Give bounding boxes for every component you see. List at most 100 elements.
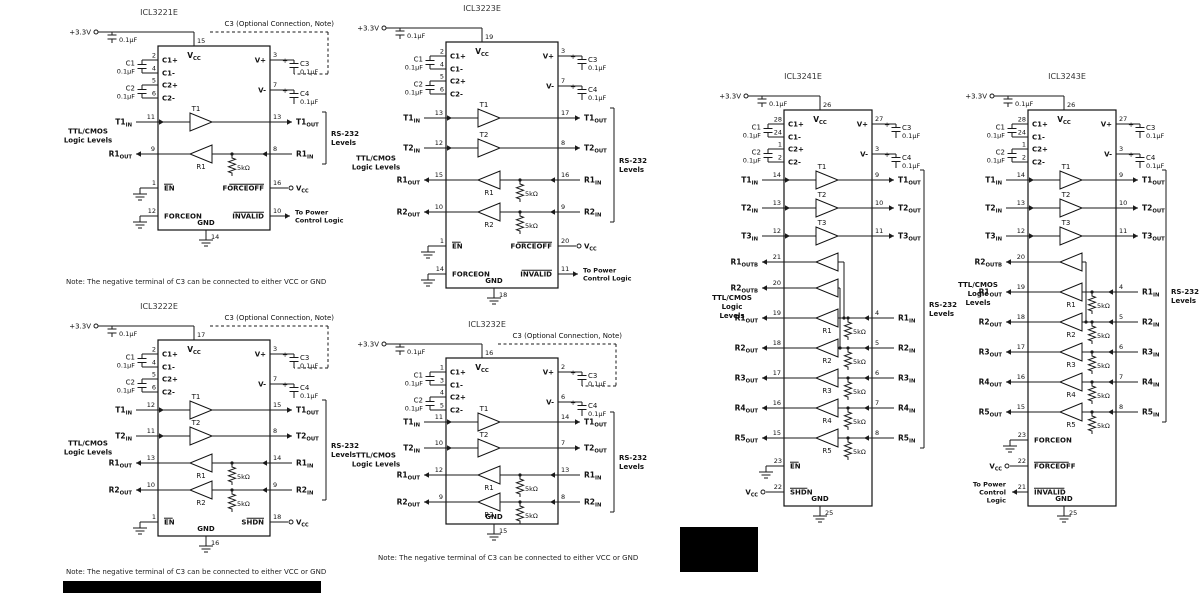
transmitter-triangle [477,412,502,432]
pin-number: 3 [875,145,879,153]
signal-label: R2IN [1142,318,1159,329]
resistor-value: 5kΩ [1097,302,1110,310]
pin-number: 1 [440,364,444,372]
ic-outline [1027,109,1117,507]
terminal-circle [381,341,387,347]
pin-number: 10 [435,203,443,211]
pin-number: 26 [823,101,831,109]
arrowhead [136,487,141,493]
label-part: CC [301,522,309,528]
cap-value: 0.1µF [588,410,606,418]
pin-number: 6 [561,393,565,401]
label-part: IN [126,122,132,128]
pin-number: 25 [1069,509,1077,517]
resistor [226,490,237,512]
arrowhead [575,145,580,151]
pin-number: 18 [499,291,507,299]
pin-number: 8 [1119,403,1123,411]
label-part: R4 [898,404,909,413]
ic-outline [157,339,271,537]
label-part: OUT [408,212,421,218]
pin-number: 14 [773,171,781,179]
resistor-value: 5kΩ [525,190,538,198]
pin-label: V- [546,399,554,407]
label-part: T2 [115,432,125,441]
ttl-levels-label: Logic Levels [64,449,112,457]
label-part: IN [996,208,1002,214]
pin-number: 18 [773,339,781,347]
label-part: OUTB [742,288,758,294]
cap-name: C1 [752,124,761,132]
signal-label: R5IN [1142,408,1159,419]
pin-number: 3 [440,377,444,385]
label-part: CC [193,56,201,62]
cap-name: C3 [1146,124,1155,132]
pin-label: C2+ [450,394,466,402]
ic-outline [783,109,873,507]
vcc-target-label: VCC [584,243,597,253]
arrowhead [285,213,290,219]
pin-number: 14 [211,233,219,241]
signal-label: T1IN [741,176,758,187]
pin-number: 2 [1022,154,1026,162]
rs232-levels-label: Levels [331,139,356,147]
signal-label: R2OUT [735,344,759,355]
transmitter-name: T1 [1061,163,1071,171]
rs232-levels-label: Levels [1171,297,1196,305]
signal-label: R1OUTB [731,258,758,269]
pin-number: 4 [440,389,444,397]
receiver-name: R2 [484,511,493,519]
diagram-title: ICL3221E [140,8,178,17]
label-part: R3 [1142,348,1153,357]
ic-outline [157,45,271,231]
cap-value: 0.1µF [987,132,1005,140]
label-part: T3 [1142,232,1152,241]
resistor [514,502,525,524]
resistor [1086,412,1097,434]
resistor [1086,292,1097,314]
pin-number: 6 [1119,343,1123,351]
label-part: T2 [403,144,413,153]
label-part: R1 [898,314,909,323]
signal-label: R4IN [898,404,915,415]
arrowhead [864,435,869,441]
pin-number: 12 [1017,227,1025,235]
label-part: V [296,519,302,527]
arrowhead [447,115,452,121]
label-part: CC [995,466,1003,472]
resistor-value: 5kΩ [525,512,538,520]
pin-number: 13 [561,466,569,474]
pin-number: 23 [774,457,782,465]
label-part: T1 [115,406,125,415]
ic-outline [445,41,559,289]
label-part: R2 [109,486,120,495]
ttl-levels-label: Logic [968,290,989,298]
pin-number: 11 [147,113,155,121]
label-part: IN [752,208,758,214]
arrowhead [1029,177,1034,183]
pin-number: 8 [561,493,565,501]
transmitter-name: T1 [479,405,489,413]
pin-number: 1 [1022,141,1026,149]
label-part: OUT [908,236,921,242]
label-part: IN [996,236,1002,242]
pin-number: 9 [561,203,565,211]
polarity-plus: + [1128,151,1134,159]
pin-label: C2+ [788,146,804,154]
label-part: T1 [985,176,995,185]
gnd-label: GND [197,525,215,533]
signal-label: T1IN [403,418,420,429]
pin-number: 20 [773,279,781,287]
signal-label: T1OUT [584,418,607,429]
pin-number: 9 [439,493,443,501]
transmitter-triangle [1059,226,1084,246]
receiver-triangle [476,202,501,222]
control-label: EN [452,243,463,251]
label-part: IN [1153,292,1159,298]
transmitter-triangle [477,108,502,128]
label-part: IN [909,378,915,384]
pin-number: 11 [435,413,443,421]
control-label: FORCEON [164,213,202,221]
receiver-name: R4 [1066,391,1076,399]
cap-value: 0.1µF [902,162,920,170]
